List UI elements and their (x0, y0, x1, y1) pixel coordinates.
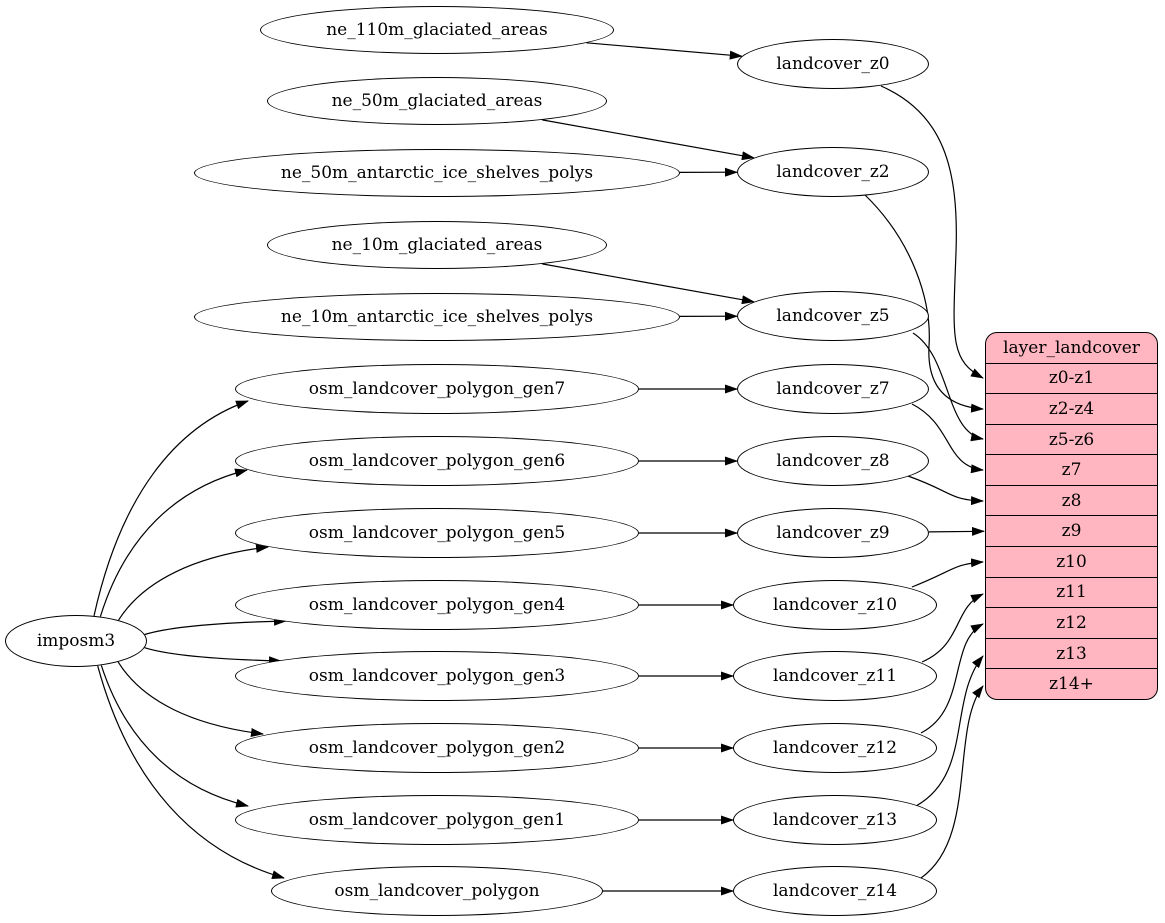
node-ne_10m_glaciated_areas: ne_10m_glaciated_areas (267, 221, 607, 269)
edge-landcover_z11-to-layer_landcover-z11 (921, 593, 984, 663)
node-ne_10m_antarctic_ice_shelves_polys: ne_10m_antarctic_ice_shelves_polys (194, 293, 680, 341)
node-landcover_z2: landcover_z2 (737, 147, 929, 197)
record-row-z13: z13 (986, 637, 1157, 669)
record-row-z12: z12 (986, 607, 1157, 638)
node-landcover_z14: landcover_z14 (733, 866, 937, 916)
node-osm_landcover_polygon_gen4: osm_landcover_polygon_gen4 (235, 580, 639, 630)
edge-imposm3-to-osm_landcover_polygon_gen7 (93, 400, 249, 617)
edge-landcover_z13-to-layer_landcover-z13 (915, 655, 984, 807)
record-row-z10: z10 (986, 546, 1157, 577)
edge-landcover_z9-to-layer_landcover-z9 (928, 526, 985, 536)
node-osm_landcover_polygon_gen1: osm_landcover_polygon_gen1 (235, 795, 639, 845)
node-osm_landcover_polygon_gen3: osm_landcover_polygon_gen3 (235, 651, 639, 701)
record-row-z9: z9 (986, 515, 1157, 546)
node-osm_landcover_polygon_gen2: osm_landcover_polygon_gen2 (235, 723, 639, 773)
edge-landcover_z7-to-layer_landcover-z7 (911, 403, 984, 474)
node-ne_50m_antarctic_ice_shelves_polys: ne_50m_antarctic_ice_shelves_polys (194, 149, 680, 197)
record-row-z8: z8 (986, 484, 1157, 516)
edge-landcover_z12-to-layer_landcover-z12 (920, 623, 984, 734)
node-landcover_z10: landcover_z10 (733, 580, 937, 630)
edge-ne_10m_glaciated_areas-to-landcover_z5 (542, 263, 755, 305)
node-landcover_z12: landcover_z12 (733, 723, 937, 773)
record-row-z0-z1: z0-z1 (986, 362, 1157, 394)
edge-imposm3-to-osm_landcover_polygon (97, 665, 285, 880)
node-osm_landcover_polygon_gen7: osm_landcover_polygon_gen7 (235, 364, 639, 414)
record-row-z2-z4: z2-z4 (986, 393, 1157, 424)
node-landcover_z7: landcover_z7 (737, 364, 929, 414)
edge-imposm3-to-osm_landcover_polygon_gen3 (144, 647, 282, 666)
node-imposm3: imposm3 (5, 615, 147, 667)
node-landcover_z11: landcover_z11 (733, 651, 937, 701)
node-ne_50m_glaciated_areas: ne_50m_glaciated_areas (267, 77, 607, 125)
edge-landcover_z10-to-layer_landcover-z10 (911, 558, 984, 588)
node-landcover_z8: landcover_z8 (737, 436, 929, 486)
edge-imposm3-to-osm_landcover_polygon_gen6 (99, 468, 248, 617)
record-row-z14+: z14+ (986, 668, 1157, 699)
node-osm_landcover_polygon: osm_landcover_polygon (271, 866, 603, 916)
record-row-z5-z6: z5-z6 (986, 423, 1157, 455)
node-osm_landcover_polygon_gen6: osm_landcover_polygon_gen6 (235, 436, 639, 486)
node-landcover_z0: landcover_z0 (737, 39, 929, 89)
edge-ne_110m_glaciated_areas-to-landcover_z0 (586, 42, 743, 60)
node-landcover_z5: landcover_z5 (737, 291, 929, 341)
node-osm_landcover_polygon_gen5: osm_landcover_polygon_gen5 (235, 508, 639, 558)
edge-landcover_z5-to-layer_landcover-z5-z6 (912, 332, 984, 442)
record-row-z7: z7 (986, 454, 1157, 485)
edge-landcover_z8-to-layer_landcover-z8 (907, 475, 984, 506)
edge-ne_50m_glaciated_areas-to-landcover_z2 (542, 119, 755, 161)
record-row-z11: z11 (986, 576, 1157, 608)
record-title: layer_landcover (1003, 337, 1140, 358)
node-landcover_z13: landcover_z13 (733, 795, 937, 845)
edge-imposm3-to-osm_landcover_polygon_gen4 (144, 616, 287, 636)
edge-landcover_z14-to-layer_landcover-z14+ (920, 685, 984, 879)
node-ne_110m_glaciated_areas: ne_110m_glaciated_areas (260, 6, 614, 54)
edge-landcover_z0-to-layer_landcover-z0-z1 (880, 85, 984, 379)
node-landcover_z9: landcover_z9 (737, 508, 929, 558)
edge-imposm3-to-osm_landcover_polygon_gen2 (117, 661, 264, 737)
edge-imposm3-to-osm_landcover_polygon_gen5 (117, 543, 269, 621)
edge-imposm3-to-osm_landcover_polygon_gen1 (100, 665, 249, 808)
